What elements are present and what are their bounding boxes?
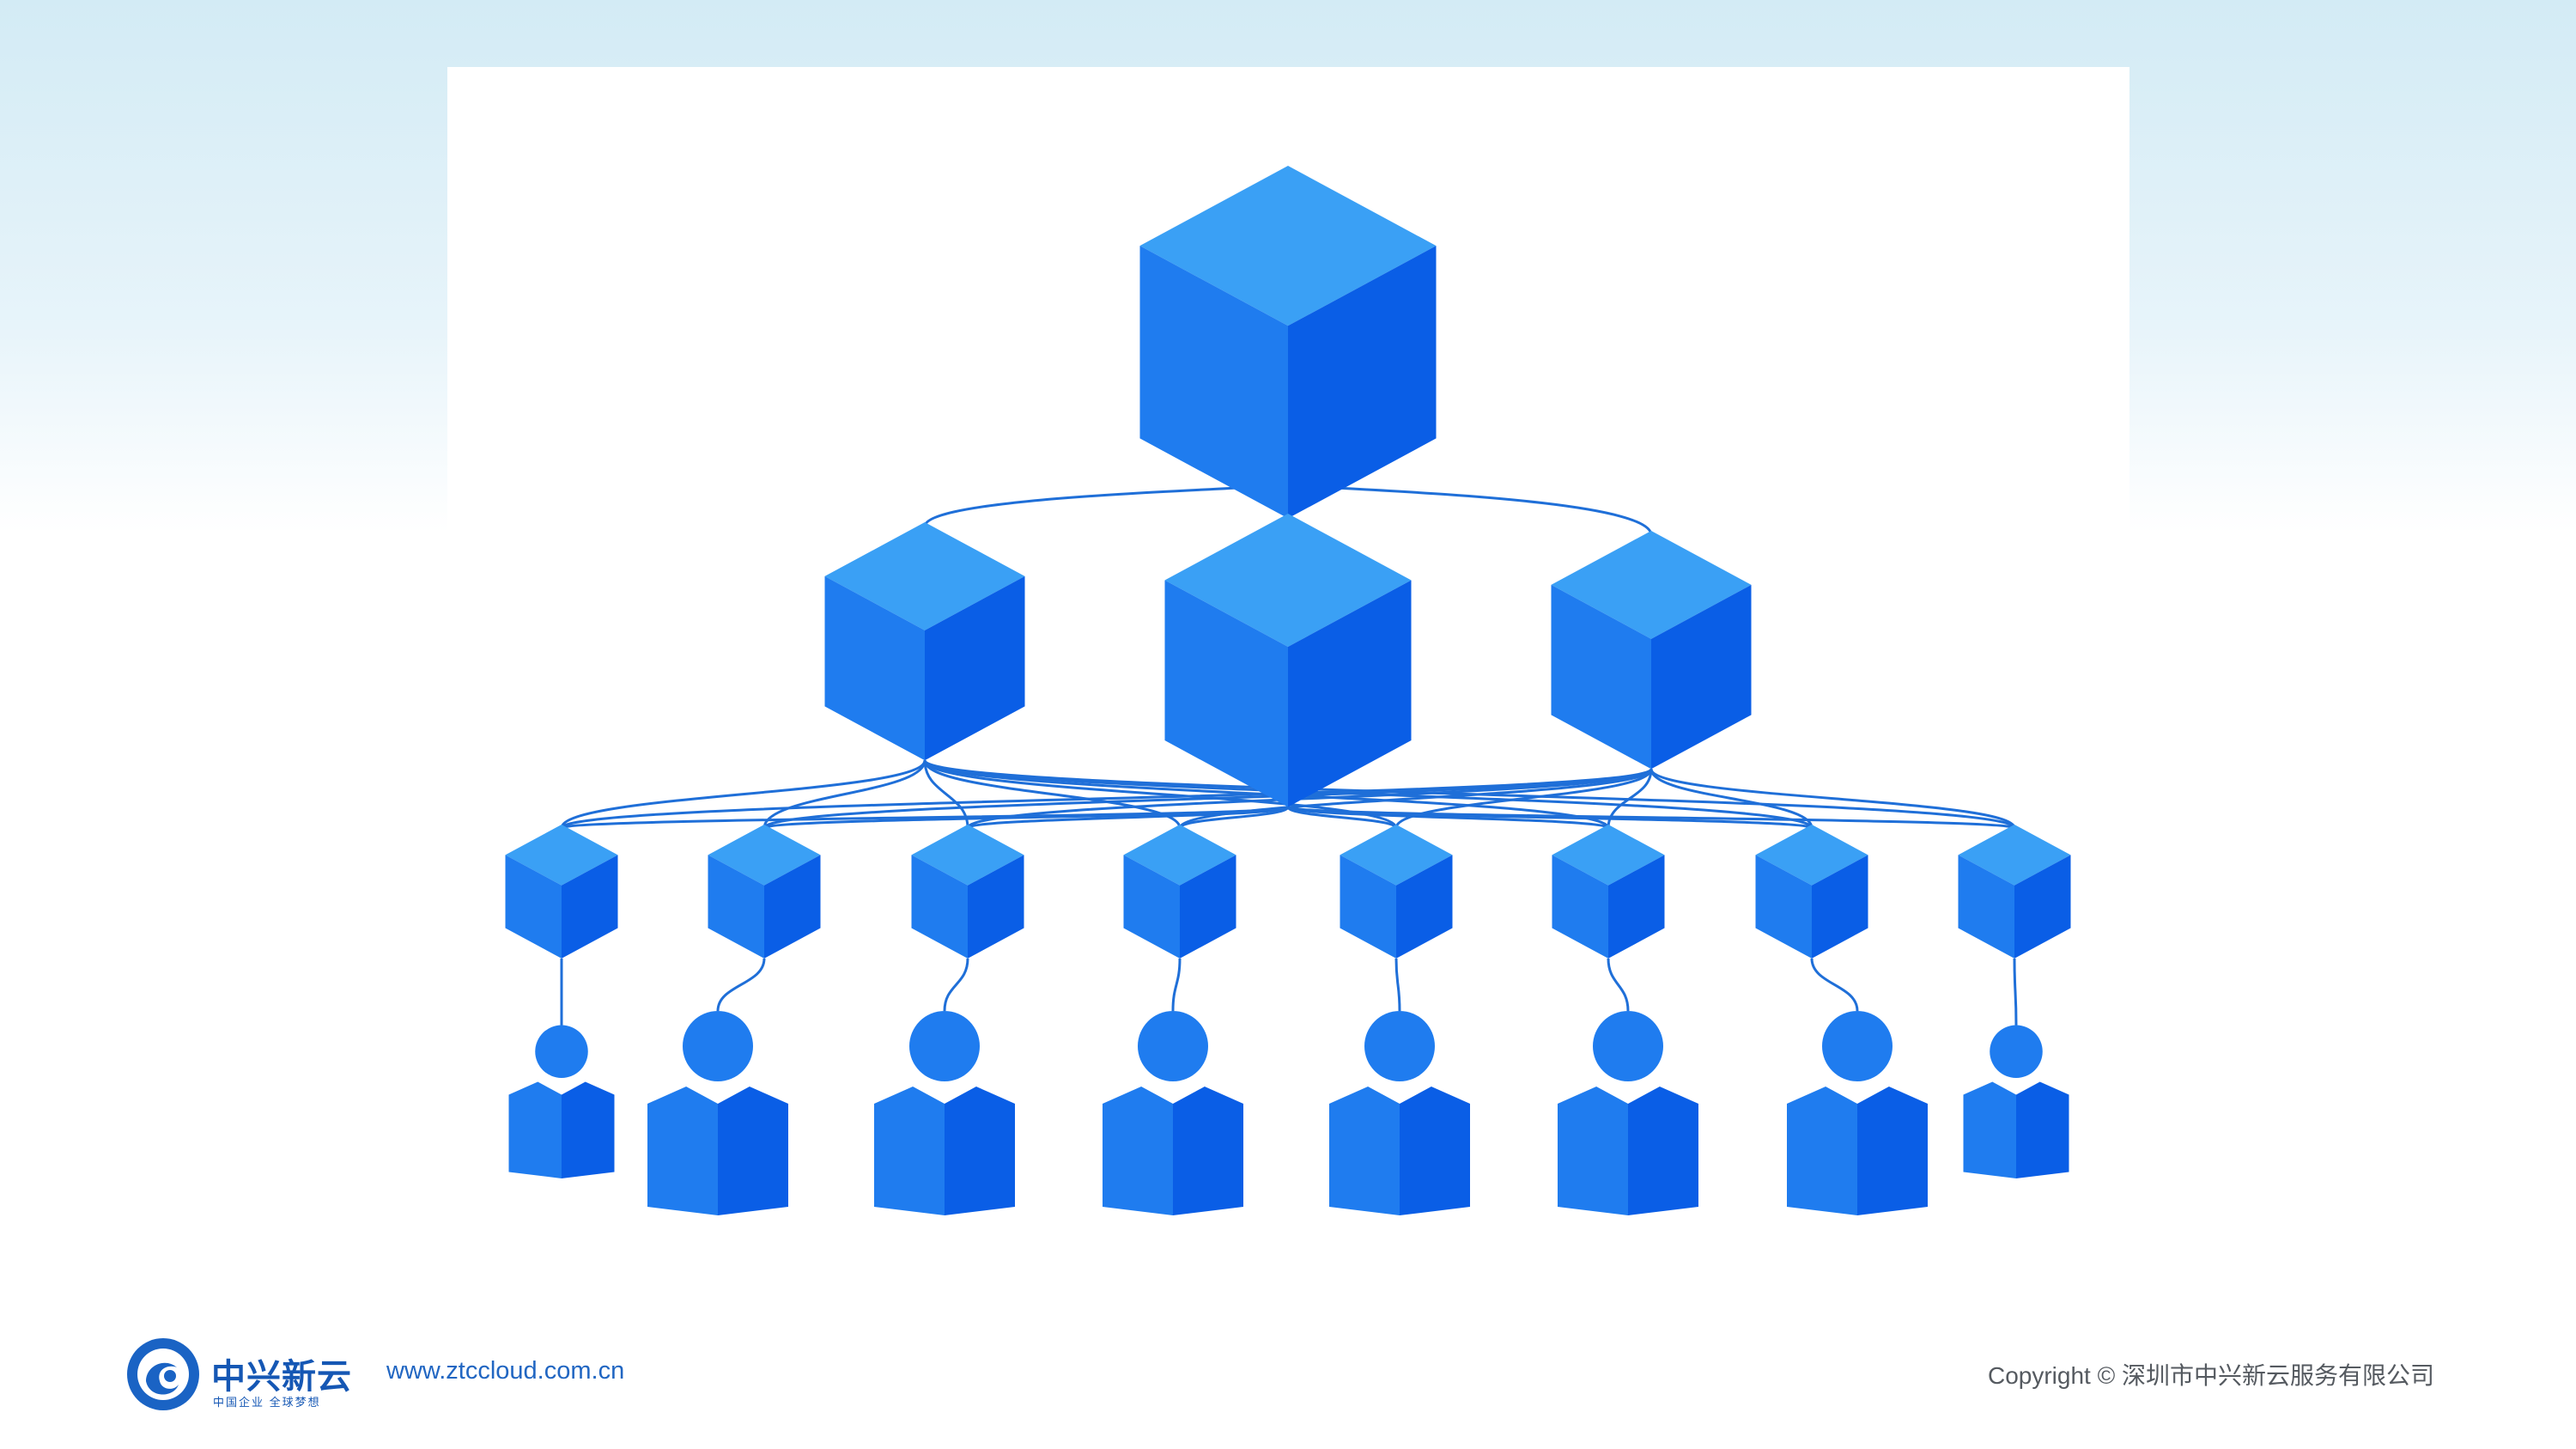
tier3-cube-node bbox=[708, 825, 821, 959]
tier3-cube-node bbox=[911, 825, 1024, 959]
diagram-nodes bbox=[505, 166, 2071, 1215]
brand-name: 中兴新云 bbox=[211, 1358, 352, 1396]
tier3-cube-node bbox=[505, 825, 618, 959]
tier2-to-tier3-line bbox=[1649, 768, 2016, 829]
tier3-to-user-line bbox=[716, 958, 766, 1012]
tier3-cube-node bbox=[1340, 825, 1453, 959]
user-person-icon bbox=[1103, 1011, 1243, 1215]
tier2-to-tier3-line bbox=[966, 767, 1653, 830]
tier2-cube-node bbox=[824, 522, 1025, 761]
tier2-to-tier3-line bbox=[560, 759, 927, 829]
tier2-to-tier3-line bbox=[1178, 768, 1653, 829]
tier3-to-user-line bbox=[1810, 958, 1859, 1012]
tier2-to-tier3-line bbox=[762, 759, 927, 829]
tier3-to-user-line bbox=[1171, 958, 1182, 1012]
tier3-to-user-line bbox=[1394, 958, 1401, 1012]
copyright-text: Copyright © 深圳市中兴新云服务有限公司 bbox=[1987, 1362, 2434, 1389]
tier3-cube-node bbox=[1755, 825, 1868, 959]
tier3-cube-node bbox=[1552, 825, 1665, 959]
tier3-to-user-line bbox=[943, 958, 969, 1012]
tier2-to-tier3-line bbox=[1178, 806, 1290, 830]
tier2-cube-node bbox=[1164, 514, 1412, 807]
tier2-to-tier3-line bbox=[1286, 806, 2016, 830]
user-person-icon bbox=[647, 1011, 788, 1215]
user-person-icon bbox=[874, 1011, 1015, 1215]
tier2-to-tier3-line bbox=[1649, 768, 1814, 829]
tier3-to-user-line bbox=[2013, 958, 2018, 1026]
tier3-cube-node bbox=[1958, 825, 2071, 959]
user-person-icon bbox=[1558, 1011, 1698, 1215]
tier3-cube-node bbox=[1123, 825, 1236, 959]
tier2-to-tier3-line bbox=[1607, 769, 1653, 829]
user-person-icon bbox=[1963, 1025, 2069, 1178]
tier2-to-tier3-line bbox=[966, 806, 1290, 830]
tier2-to-tier3-line bbox=[1394, 768, 1653, 829]
tier2-cube-node bbox=[1551, 531, 1752, 770]
tier2-to-tier3-line bbox=[762, 767, 1653, 830]
user-person-icon bbox=[1787, 1011, 1928, 1215]
user-person-icon bbox=[508, 1025, 615, 1178]
tier3-to-user-line bbox=[1607, 958, 1630, 1012]
brand-tagline: 中国企业 全球梦想 bbox=[213, 1396, 321, 1409]
ztccloud-swirl-logo-icon bbox=[127, 1338, 199, 1410]
root-cube-node bbox=[1139, 166, 1437, 519]
user-person-icon bbox=[1329, 1011, 1470, 1215]
website-link[interactable]: www.ztccloud.com.cn bbox=[386, 1357, 625, 1385]
